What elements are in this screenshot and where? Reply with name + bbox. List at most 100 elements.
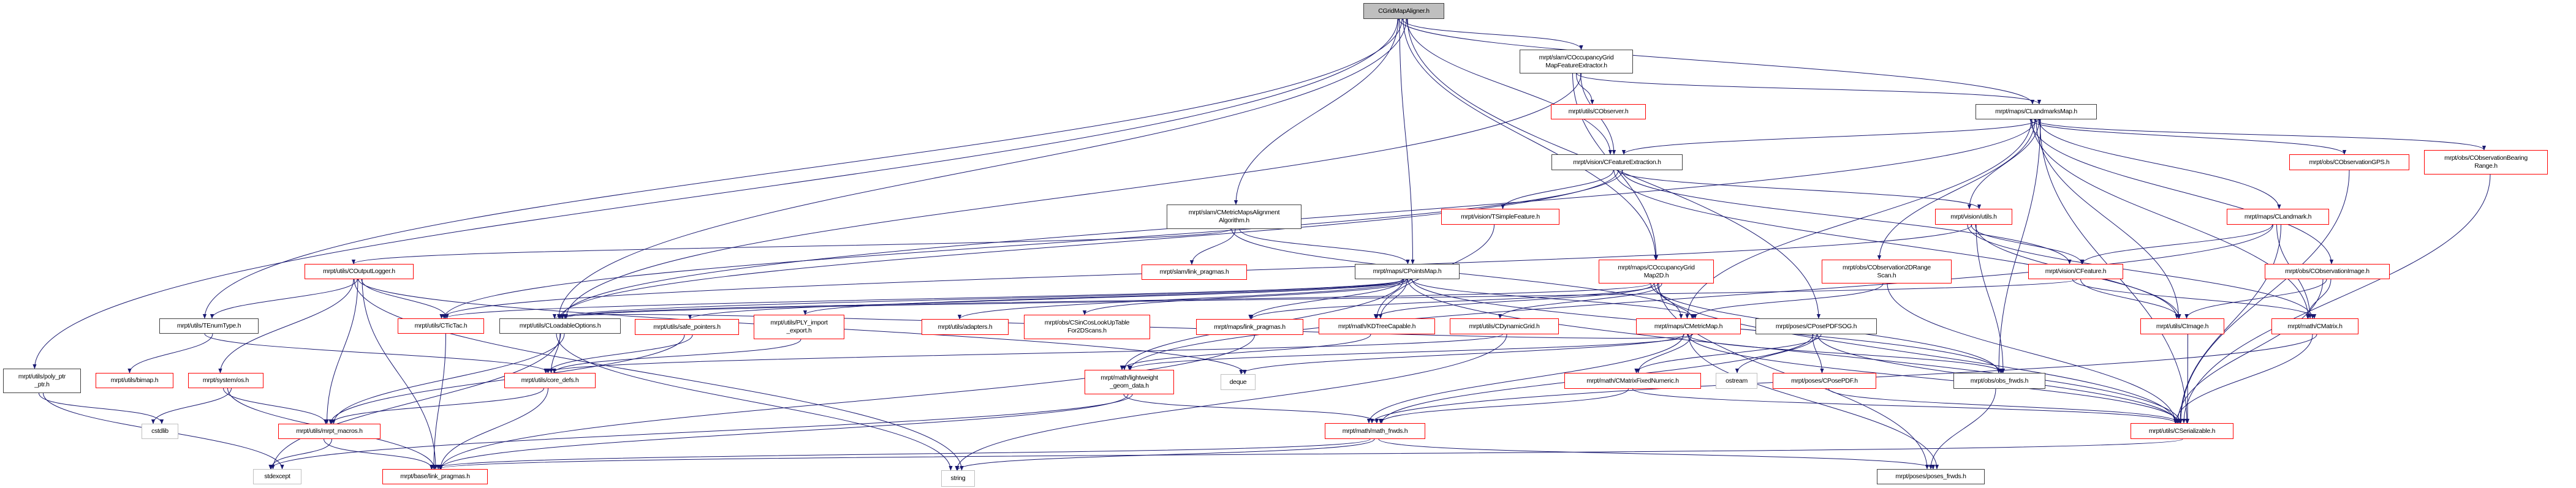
node-adapters[interactable]: mrpt/utils/adapters.h [922, 319, 1009, 335]
node-label: mrpt/obs/obs_frwds.h [1970, 377, 2029, 385]
node-t-enum-type[interactable]: mrpt/utils/TEnumType.h [159, 318, 259, 334]
edge-metric-map-to-mat-fixed [1636, 334, 1692, 374]
edge-t-enum-type-to-core-defs [204, 333, 550, 374]
edge-occ-grid2-d-to-loadable-options [563, 283, 1651, 319]
node-pose-p-d-f-s-o-g[interactable]: mrpt/poses/CPosePDFSOG.h [1756, 318, 1877, 334]
node-label: mrpt/slam/CMetricMapsAlignment [1188, 209, 1280, 216]
node-label: Scan.h [1877, 271, 1896, 279]
edge-root-to-occ-grid2-d [1403, 18, 1658, 260]
node-metric-map[interactable]: mrpt/maps/CMetricMap.h [1636, 318, 1741, 334]
node-label: mrpt/vision/utils.h [1950, 212, 1997, 220]
node-feature-extraction[interactable]: mrpt/vision/CFeatureExtraction.h [1551, 154, 1683, 170]
node-ostream[interactable]: ostream [1716, 373, 1757, 389]
node-label: _geom_data.h [1110, 382, 1149, 389]
node-label: mrpt/utils/bimap.h [110, 377, 159, 384]
edge-obs2-d-scan-to-serializable [1887, 283, 2178, 424]
edge-metric-map-to-deque [1239, 334, 1684, 375]
edge-system-os-to-mrpt-macros [223, 388, 328, 424]
node-label: mrpt/obs/CObservation2DRange [1843, 263, 1931, 271]
node-label: mrpt/math/CMatrixFixedNumeric.h [1586, 377, 1679, 385]
node-bimap[interactable]: mrpt/utils/bimap.h [96, 373, 173, 388]
node-mrpt-macros[interactable]: mrpt/utils/mrpt_macros.h [278, 424, 381, 439]
node-points-map[interactable]: mrpt/maps/CPointsMap.h [1355, 264, 1460, 279]
node-label: mrpt/vision/CFeatureExtraction.h [1573, 158, 1661, 166]
node-base-pragmas[interactable]: mrpt/base/link_pragmas.h [382, 469, 488, 484]
node-loadable-options[interactable]: mrpt/utils/CLoadableOptions.h [499, 318, 621, 334]
node-label: Algorithm.h [1219, 217, 1249, 224]
node-poly-ptr[interactable]: mrpt/utils/poly_ptr_ptr.h [3, 369, 81, 393]
edge-ply-to-core-defs [552, 339, 801, 374]
node-serializable[interactable]: mrpt/utils/CSerializable.h [2131, 423, 2233, 439]
node-output-logger[interactable]: mrpt/utils/COutputLogger.h [305, 264, 414, 279]
node-safe-pointers[interactable]: mrpt/utils/safe_pointers.h [635, 319, 739, 335]
node-mat-fixed[interactable]: mrpt/math/CMatrixFixedNumeric.h [1564, 373, 1701, 389]
node-label: mrpt/utils/COutputLogger.h [323, 268, 395, 275]
node-matrix[interactable]: mrpt/math/CMatrix.h [2271, 318, 2358, 334]
edge-feature-extraction-to-vision-utils [1617, 170, 1982, 209]
node-label: mrpt/utils/CDynamicGrid.h [1469, 322, 1540, 330]
node-t-simple-feature[interactable]: mrpt/vision/TSimpleFeature.h [1441, 209, 1559, 225]
node-deque[interactable]: deque [1221, 374, 1256, 390]
edge-points-map-to-loadable-options [558, 279, 1406, 319]
node-label: mrpt/poses/CPosePDFSOG.h [1775, 322, 1857, 330]
node-math-frwds[interactable]: mrpt/math/math_frwds.h [1325, 423, 1425, 439]
node-label: Map2D.h [1643, 271, 1669, 279]
node-ply[interactable]: mrpt/utils/PLY_import_export.h [754, 315, 844, 339]
node-stdexcept[interactable]: stdexcept [253, 469, 301, 484]
edge-output-logger-to-tic-tac [361, 279, 449, 319]
node-vision-utils[interactable]: mrpt/vision/utils.h [1935, 209, 2012, 225]
node-image[interactable]: mrpt/utils/CImage.h [2140, 318, 2224, 334]
node-label: mrpt/utils/PLY_import [770, 319, 828, 326]
node-slam-pragmas[interactable]: mrpt/slam/link_pragmas.h [1142, 265, 1247, 280]
node-dyn-grid[interactable]: mrpt/utils/CDynamicGrid.h [1450, 318, 1559, 334]
node-tic-tac[interactable]: mrpt/utils/CTicTac.h [398, 318, 484, 334]
edge-feature-to-loadable-options [561, 279, 2077, 319]
edge-landmark-to-serializable [2178, 224, 2281, 424]
node-kd-tree[interactable]: mrpt/math/KDTreeCapable.h [1319, 318, 1435, 334]
node-obs-g-p-s[interactable]: mrpt/obs/CObservationGPS.h [2289, 154, 2409, 170]
edge-landmarks-map-to-obs-image [2030, 119, 2334, 265]
node-pose-p-d-f[interactable]: mrpt/poses/CPosePDF.h [1773, 373, 1876, 389]
node-string[interactable]: string [941, 470, 975, 487]
node-system-os[interactable]: mrpt/system/os.h [188, 373, 263, 388]
edge-landmarks-map-to-image [2036, 119, 2181, 319]
node-poses-frwds[interactable]: mrpt/poses/poses_frwds.h [1877, 469, 1985, 484]
edge-tic-tac-to-base-pragmas [431, 333, 446, 470]
node-lightweight[interactable]: mrpt/math/lightweight_geom_data.h [1085, 370, 1174, 394]
node-core-defs[interactable]: mrpt/utils/core_defs.h [504, 373, 596, 388]
edge-landmark-to-feature [2080, 224, 2273, 265]
node-label: mrpt/utils/safe_pointers.h [653, 323, 721, 331]
edge-points-map-to-tic-tac [443, 279, 1404, 319]
edge-align-algo-to-metric-map [1231, 228, 1694, 319]
node-obs-frwds[interactable]: mrpt/obs/obs_frwds.h [1953, 373, 2045, 389]
node-cstdlib[interactable]: cstdlib [142, 424, 178, 439]
edge-obs-image-to-matrix [2305, 279, 2332, 319]
edge-serializable-to-base-pragmas [436, 438, 2183, 470]
edge-output-logger-to-string [354, 279, 964, 471]
node-landmark[interactable]: mrpt/maps/CLandmark.h [2227, 209, 2329, 225]
node-observer[interactable]: mrpt/utils/CObserver.h [1551, 104, 1646, 119]
node-label: mrpt/math/lightweight [1100, 374, 1158, 381]
node-label: _export.h [786, 327, 812, 334]
edge-points-map-to-ply [803, 279, 1403, 315]
edge-feature-extraction-to-t-simple-feature [1501, 170, 1614, 209]
edge-obs2-d-scan-to-metric-map [1691, 283, 1884, 319]
node-label: stdexcept [264, 473, 290, 480]
edge-mrpt-macros-to-base-pragmas [324, 438, 434, 470]
node-feature[interactable]: mrpt/vision/CFeature.h [2028, 264, 2123, 279]
node-landmarks-map[interactable]: mrpt/maps/CLandmarksMap.h [1976, 104, 2097, 119]
node-obs-image[interactable]: mrpt/obs/CObservationImage.h [2265, 264, 2390, 279]
edge-kd-tree-to-lightweight [1119, 334, 1371, 370]
node-label: mrpt/utils/CTicTac.h [414, 322, 468, 329]
node-root[interactable]: CGridMapAligner.h [1363, 3, 1444, 19]
edge-pose-p-d-f-s-o-g-to-mat-fixed [1634, 334, 1822, 374]
node-maps-pragmas[interactable]: mrpt/maps/link_pragmas.h [1196, 319, 1303, 335]
edge-root-to-points-map [1399, 18, 1415, 265]
